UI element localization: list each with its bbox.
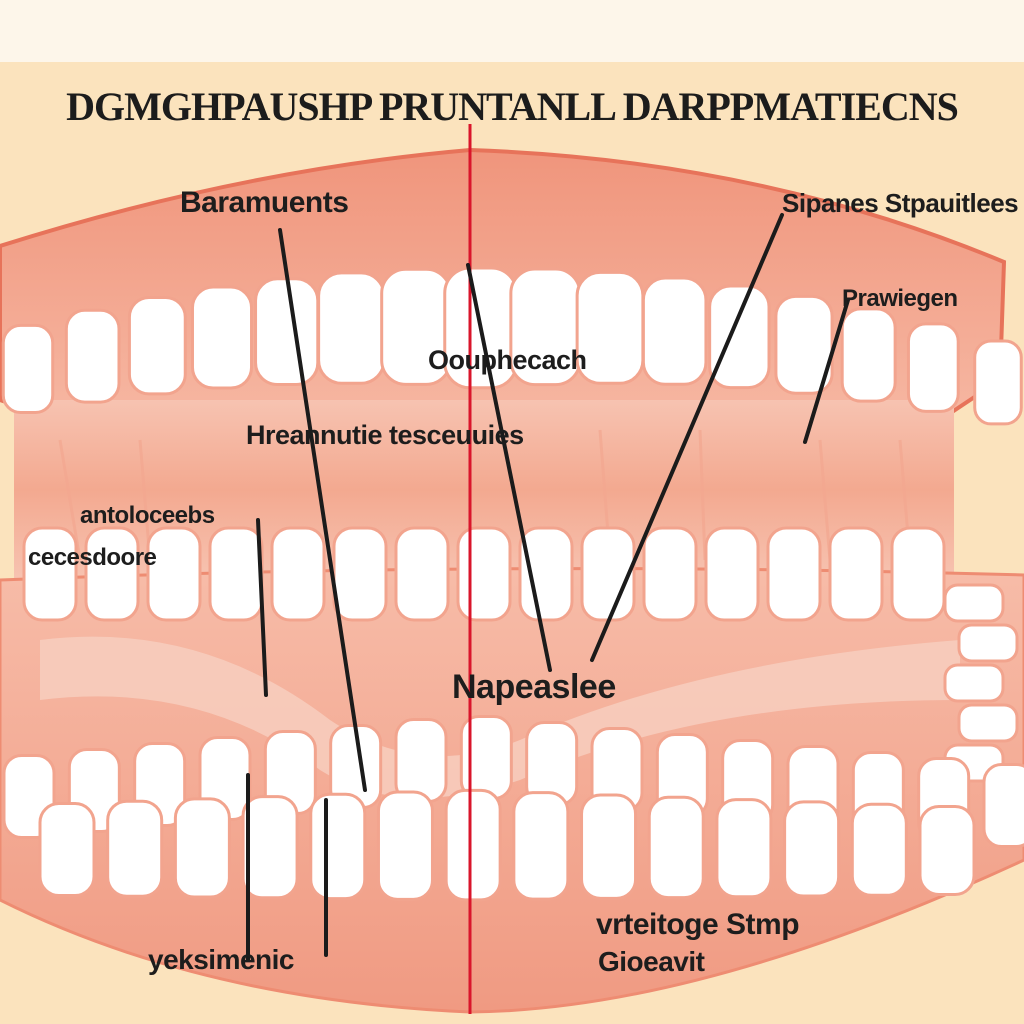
lower-back-tooth [982, 763, 1024, 848]
middle-tooth [22, 526, 78, 622]
lower-front-tooth [850, 802, 908, 897]
leader-antoloceebs [256, 518, 268, 697]
middle-tooth [704, 526, 760, 622]
middle-tooth [518, 526, 574, 622]
middle-tooth [828, 526, 884, 622]
lower-front-tooth [376, 790, 434, 901]
upper-tooth [641, 276, 708, 386]
lower-front-tooth [38, 802, 96, 897]
diagram-title: DGMGHPAUSHP PRUNTANLL DARPPMATIECNS [66, 84, 959, 129]
lower-front-tooth [309, 792, 367, 901]
upper-tooth [774, 294, 834, 395]
middle-tooth [332, 526, 388, 622]
molar-tooth [943, 663, 1005, 703]
leader-baramuents [278, 228, 367, 792]
upper-tooth [190, 285, 254, 390]
leader-sipanes [590, 213, 784, 662]
lower-front-tooth [783, 800, 841, 898]
middle-tooth [84, 526, 140, 622]
middle-tooth [456, 526, 512, 622]
middle-tooth [270, 526, 326, 622]
leader-oouphecach [466, 263, 552, 672]
middle-tooth [642, 526, 698, 622]
middle-tooth [580, 526, 636, 622]
lower-back-tooth [394, 718, 448, 803]
leader-prawiegen [803, 298, 850, 444]
molar-tooth [957, 623, 1019, 663]
middle-tooth [208, 526, 264, 622]
lower-front-tooth [918, 805, 976, 896]
tongue [40, 636, 960, 798]
label-top-left: Baramuents [180, 186, 349, 219]
upper-tooth [127, 295, 187, 396]
lower-front-tooth [647, 795, 705, 900]
middle-tooth [766, 526, 822, 622]
mouth-ridges [58, 429, 912, 561]
label-bottom-left: yeksimenic [148, 944, 295, 975]
molar-tooth [943, 583, 1005, 623]
upper-tooth [1, 323, 55, 415]
upper-tooth [840, 307, 897, 403]
teeth [1, 266, 1024, 902]
lower-front-tooth [512, 791, 570, 901]
upper-tooth [317, 271, 386, 385]
label-bottom-right-1: vrteitoge Stmp [596, 908, 800, 941]
lower-front-tooth [173, 797, 231, 899]
label-center-lower: Napeaslee [452, 668, 616, 706]
lower-front-tooth [444, 788, 502, 902]
upper-tooth [254, 277, 320, 387]
label-top-right: Sipanes Stpauitlees [782, 188, 1019, 218]
label-left-1: antoloceebs [80, 502, 215, 529]
upper-tooth [708, 284, 771, 390]
lower-front-tooth [580, 793, 638, 900]
upper-tooth [575, 270, 645, 385]
leader-lines [246, 213, 850, 962]
label-right-upper: Prawiegen [842, 285, 958, 312]
upper-tooth [64, 308, 121, 404]
label-center-middle: Hreannutie tesceuuies [246, 420, 524, 450]
label-center-upper: Oouphecach [428, 345, 587, 375]
label-left-2: cecesdoore [28, 544, 157, 571]
upper-tooth [906, 322, 960, 413]
lower-front-tooth [241, 795, 299, 900]
middle-tooth [394, 526, 450, 622]
upper-tooth [973, 339, 1023, 426]
label-bottom-right-2: Gioeavit [598, 946, 705, 977]
middle-tooth [890, 526, 946, 622]
middle-tooth [146, 526, 202, 622]
lower-front-tooth [715, 798, 773, 899]
molar-tooth [957, 703, 1019, 743]
lower-front-tooth [106, 799, 164, 898]
